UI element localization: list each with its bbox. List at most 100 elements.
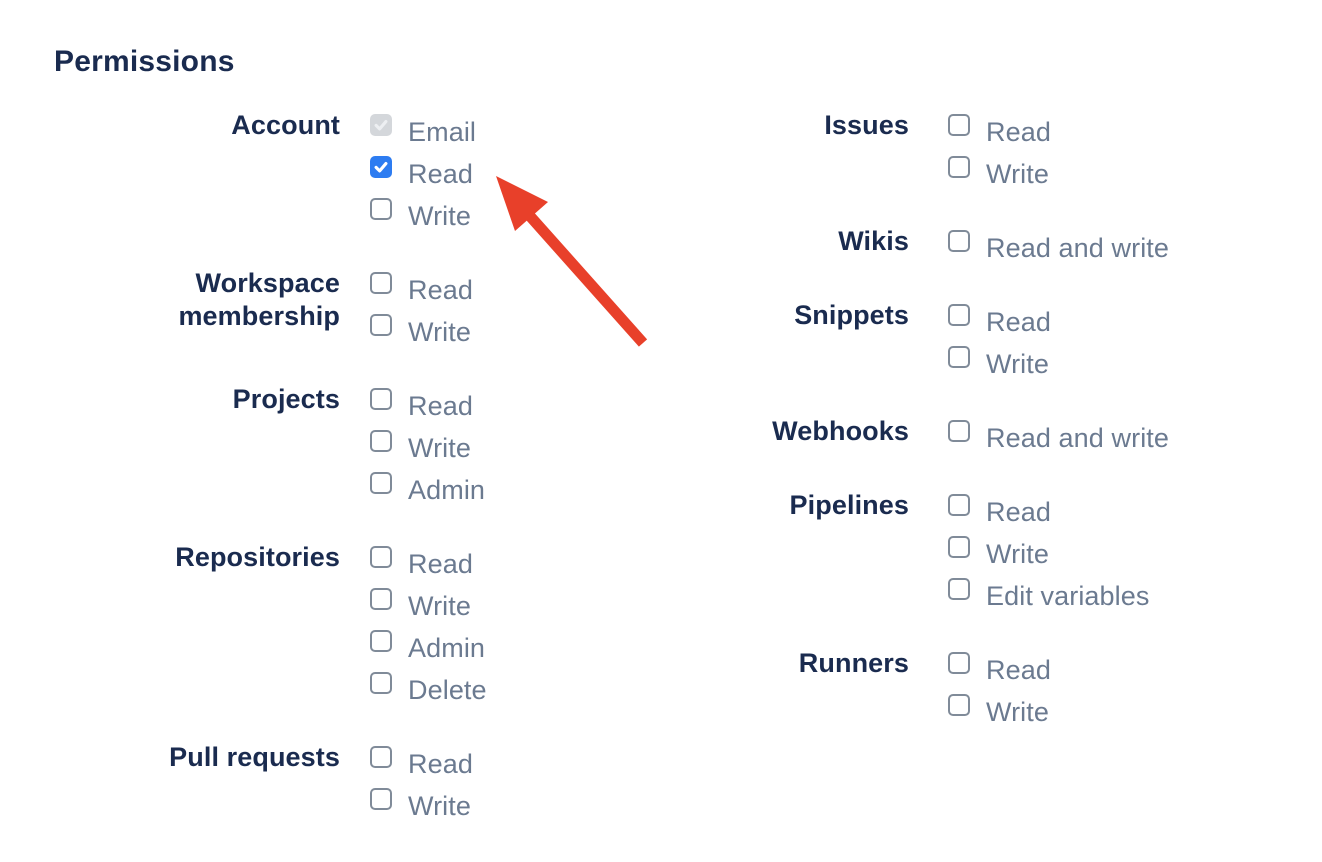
account-email-checkbox: [370, 114, 392, 136]
account-read-option[interactable]: Read: [370, 156, 660, 188]
account-read-label[interactable]: Read: [408, 159, 473, 189]
pull-requests-read-label[interactable]: Read: [408, 749, 473, 779]
repositories-read-label[interactable]: Read: [408, 549, 473, 579]
issues-read-option[interactable]: Read: [948, 114, 1322, 146]
pull-requests-write-label[interactable]: Write: [408, 791, 472, 821]
workspace-membership-read-label[interactable]: Read: [408, 275, 473, 305]
wikis-read-and-write-label[interactable]: Read and write: [986, 233, 1170, 263]
projects-write-option[interactable]: Write: [370, 430, 660, 462]
webhooks-read-and-write-label[interactable]: Read and write: [986, 423, 1170, 453]
check-icon: [374, 162, 388, 173]
account-write-option[interactable]: Write: [370, 198, 660, 230]
issues-write-checkbox[interactable]: [948, 156, 970, 178]
pull-requests-read-checkbox[interactable]: [370, 746, 392, 768]
snippets-read-checkbox[interactable]: [948, 304, 970, 326]
pipelines-write-checkbox[interactable]: [948, 536, 970, 558]
wikis-read-and-write-option[interactable]: Read and write: [948, 230, 1322, 262]
account-email-label: Email: [408, 117, 477, 147]
workspace-membership-write-label[interactable]: Write: [408, 317, 472, 347]
projects-read-option[interactable]: Read: [370, 388, 660, 420]
snippets-read-label[interactable]: Read: [986, 307, 1051, 337]
projects-write-label[interactable]: Write: [408, 433, 472, 463]
repositories-admin-label[interactable]: Admin: [408, 633, 486, 663]
account-read-checkbox[interactable]: [370, 156, 392, 178]
repositories-admin-checkbox[interactable]: [370, 630, 392, 652]
snippets-write-label[interactable]: Write: [986, 349, 1050, 379]
workspace-membership-write-checkbox[interactable]: [370, 314, 392, 336]
runners-read-option[interactable]: Read: [948, 652, 1322, 684]
repositories-write-option[interactable]: Write: [370, 588, 660, 620]
workspace-membership-write-option[interactable]: Write: [370, 314, 660, 346]
group-label-repositories: Repositories: [175, 542, 340, 572]
runners-read-label[interactable]: Read: [986, 655, 1051, 685]
projects-write-checkbox[interactable]: [370, 430, 392, 452]
wikis-options: Read and write: [948, 230, 1322, 272]
pull-requests-write-option[interactable]: Write: [370, 788, 660, 820]
repositories-delete-label[interactable]: Delete: [408, 675, 487, 705]
runners-read-checkbox[interactable]: [948, 652, 970, 674]
repositories-delete-checkbox[interactable]: [370, 672, 392, 694]
runners-write-label[interactable]: Write: [986, 697, 1050, 727]
check-icon: [374, 120, 388, 131]
pull-requests-read-option[interactable]: Read: [370, 746, 660, 778]
pipelines-edit-variables-checkbox[interactable]: [948, 578, 970, 600]
runners-write-checkbox[interactable]: [948, 694, 970, 716]
repositories-read-checkbox[interactable]: [370, 546, 392, 568]
issues-write-option[interactable]: Write: [948, 156, 1322, 188]
projects-admin-checkbox[interactable]: [370, 472, 392, 494]
projects-admin-label[interactable]: Admin: [408, 475, 486, 505]
wikis-read-and-write-checkbox[interactable]: [948, 230, 970, 252]
repositories-write-label[interactable]: Write: [408, 591, 472, 621]
account-write-checkbox[interactable]: [370, 198, 392, 220]
repositories-read-option[interactable]: Read: [370, 546, 660, 578]
group-label-projects: Projects: [232, 384, 340, 414]
issues-read-checkbox[interactable]: [948, 114, 970, 136]
group-label-wikis: Wikis: [838, 226, 909, 256]
webhooks-read-and-write-option[interactable]: Read and write: [948, 420, 1322, 452]
repositories-delete-option[interactable]: Delete: [370, 672, 660, 704]
projects-admin-option[interactable]: Admin: [370, 472, 660, 504]
workspace-membership-read-option[interactable]: Read: [370, 272, 660, 304]
pipelines-write-option[interactable]: Write: [948, 536, 1322, 568]
pipelines-read-label[interactable]: Read: [986, 497, 1051, 527]
account-write-label[interactable]: Write: [408, 201, 472, 231]
issues-write-label[interactable]: Write: [986, 159, 1050, 189]
issues-read-label[interactable]: Read: [986, 117, 1051, 147]
snippets-write-option[interactable]: Write: [948, 346, 1322, 378]
pipelines-read-checkbox[interactable]: [948, 494, 970, 516]
webhooks-options: Read and write: [948, 420, 1322, 462]
pipelines-write-label[interactable]: Write: [986, 539, 1050, 569]
group-label-webhooks: Webhooks: [772, 416, 909, 446]
pipelines-edit-variables-label[interactable]: Edit variables: [986, 581, 1150, 611]
snippets-write-checkbox[interactable]: [948, 346, 970, 368]
pipelines-edit-variables-option[interactable]: Edit variables: [948, 578, 1322, 610]
webhooks-read-and-write-checkbox[interactable]: [948, 420, 970, 442]
projects-read-label[interactable]: Read: [408, 391, 473, 421]
projects-read-checkbox[interactable]: [370, 388, 392, 410]
repositories-write-checkbox[interactable]: [370, 588, 392, 610]
group-label-pull-requests: Pull requests: [169, 742, 340, 772]
workspace-membership-read-checkbox[interactable]: [370, 272, 392, 294]
snippets-read-option[interactable]: Read: [948, 304, 1322, 336]
repositories-admin-option[interactable]: Admin: [370, 630, 660, 662]
pull-requests-write-checkbox[interactable]: [370, 788, 392, 810]
runners-write-option[interactable]: Write: [948, 694, 1322, 726]
pipelines-read-option[interactable]: Read: [948, 494, 1322, 526]
group-label-snippets: Snippets: [794, 300, 909, 330]
